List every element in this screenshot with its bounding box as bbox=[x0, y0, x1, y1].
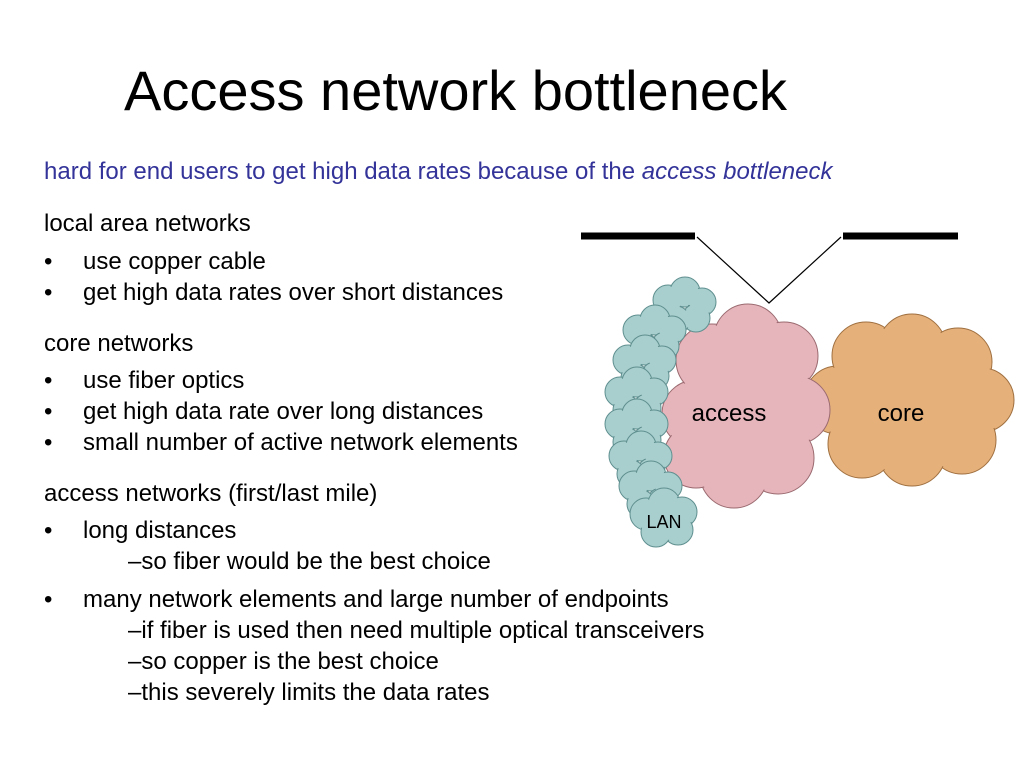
dash-marker: – bbox=[128, 679, 142, 706]
sub-bullet-text: if fiber is used then need multiple opti… bbox=[141, 617, 705, 644]
access-sub-item: –so fiber would be the best choice bbox=[44, 546, 491, 577]
access-bullet-list: • long distances –so fiber would be the b… bbox=[44, 515, 491, 577]
subtitle-emphasis: access bottleneck bbox=[641, 158, 833, 185]
lan-bullet-list: • use copper cable • get high data rates o… bbox=[44, 246, 503, 308]
core-label: core bbox=[878, 400, 925, 427]
bullet-text: long distances bbox=[83, 517, 237, 544]
bullet-text: small number of active network elements bbox=[83, 429, 518, 456]
core-cloud bbox=[803, 313, 1015, 487]
bullet-text: get high data rate over long distances bbox=[83, 398, 484, 425]
sub-bullet-text: so copper is the best choice bbox=[141, 648, 439, 675]
access-sub-item: –this severely limits the data rates bbox=[44, 677, 704, 708]
access-bullet-item: • long distances bbox=[44, 515, 491, 546]
bullet-marker: • bbox=[44, 279, 53, 306]
lan-label: LAN bbox=[646, 512, 681, 532]
bottleneck-funnel bbox=[696, 236, 842, 304]
slide-title: Access network bottleneck bbox=[124, 59, 787, 122]
core-heading: core networks bbox=[44, 330, 194, 357]
access-heading: access networks (first/last mile) bbox=[44, 480, 378, 507]
core-bullet-list: • use fiber optics • get high data rate ov… bbox=[44, 365, 518, 458]
lan-cloud bbox=[604, 366, 669, 425]
access-bullet-item: • many network elements and large number … bbox=[44, 584, 704, 615]
lan-clouds bbox=[604, 276, 717, 548]
lan-bullet-item: • use copper cable bbox=[44, 246, 503, 277]
bullet-marker: • bbox=[44, 429, 53, 456]
bullet-text: many network elements and large number o… bbox=[83, 586, 669, 613]
access-sub-item: –so copper is the best choice bbox=[44, 646, 704, 677]
sub-bullet-text: so fiber would be the best choice bbox=[141, 548, 491, 575]
bullet-marker: • bbox=[44, 517, 53, 544]
subtitle-text: hard for end users to get high data rate… bbox=[44, 158, 642, 185]
slide-subtitle: hard for end users to get high data rate… bbox=[44, 158, 833, 186]
access-label: access bbox=[692, 400, 767, 427]
lan-bullet-item: • get high data rates over short distance… bbox=[44, 277, 503, 308]
access-bullet-list-2: • many network elements and large number … bbox=[44, 584, 704, 708]
bullet-marker: • bbox=[44, 586, 53, 613]
bullet-marker: • bbox=[44, 367, 53, 394]
bullet-text: use fiber optics bbox=[83, 367, 245, 394]
sub-bullet-text: this severely limits the data rates bbox=[141, 679, 490, 706]
core-bullet-item: • get high data rate over long distances bbox=[44, 396, 518, 427]
access-cloud bbox=[661, 303, 831, 509]
dash-marker: – bbox=[128, 648, 142, 675]
bullet-text: use copper cable bbox=[83, 248, 266, 275]
lan-cloud bbox=[629, 487, 698, 548]
dash-marker: – bbox=[128, 617, 142, 644]
access-sub-item: –if fiber is used then need multiple opt… bbox=[44, 615, 704, 646]
bullet-text: get high data rates over short distances bbox=[83, 279, 504, 306]
bullet-marker: • bbox=[44, 248, 53, 275]
bullet-marker: • bbox=[44, 398, 53, 425]
lan-heading: local area networks bbox=[44, 210, 251, 237]
dash-marker: – bbox=[128, 548, 142, 575]
core-bullet-item: • small number of active network elements bbox=[44, 427, 518, 458]
core-bullet-item: • use fiber optics bbox=[44, 365, 518, 396]
